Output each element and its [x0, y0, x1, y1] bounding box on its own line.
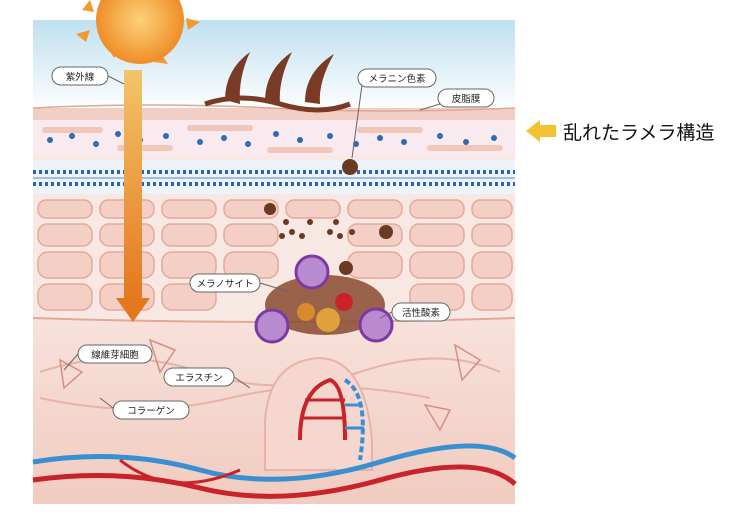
vein-vessel — [32, 443, 517, 482]
lamella-side-label: 乱れたラメラ構造 — [526, 120, 714, 144]
callout-ros-text: 活性酸素 — [402, 307, 441, 319]
left-arrow-icon — [526, 120, 556, 142]
uv-ray-arrow — [116, 70, 150, 322]
callout-elastin: エラスチン — [163, 367, 251, 389]
callout-collagen: コラーゲン — [99, 397, 190, 420]
melanin-caps — [204, 52, 351, 113]
callout-uv-text: 紫外線 — [66, 71, 95, 83]
callout-melanin-text: メラニン色素 — [368, 73, 426, 85]
melanin-granules — [264, 159, 393, 275]
melanocyte-cluster — [254, 254, 394, 344]
artery-vessel — [32, 464, 517, 499]
callout-melanocyte: メラノサイト — [189, 273, 291, 293]
callout-uv: 紫外線 — [51, 66, 125, 86]
callout-sebum: 皮脂膜 — [419, 88, 495, 111]
callout-melanin: メラニン色素 — [351, 68, 437, 159]
callout-fibroblast-text: 線維芽細胞 — [91, 349, 139, 361]
callout-ros: 活性酸素 — [379, 302, 451, 322]
callout-melanocyte-text: メラノサイト — [197, 279, 254, 290]
callout-fibroblast: 線維芽細胞 — [63, 344, 153, 371]
fibroblast-cells — [59, 338, 482, 432]
callout-sebum-text: 皮脂膜 — [452, 93, 481, 105]
dermal-papilla — [264, 356, 373, 471]
lamella-side-text: 乱れたラメラ構造 — [563, 122, 714, 144]
lipid-bilayer — [33, 160, 515, 194]
lamella-layer — [33, 120, 515, 156]
sun-icon — [76, 0, 200, 64]
callout-elastin-text: エラスチン — [175, 373, 222, 384]
callout-collagen-text: コラーゲン — [127, 405, 175, 417]
